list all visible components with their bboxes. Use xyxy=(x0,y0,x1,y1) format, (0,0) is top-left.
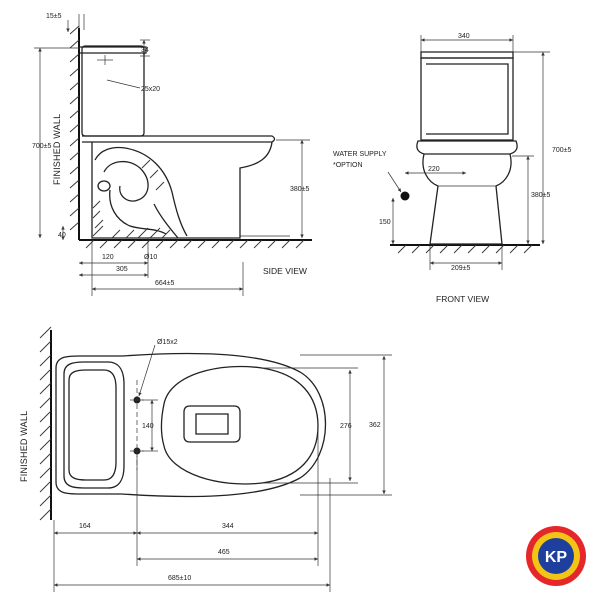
top-view-wall xyxy=(39,326,52,521)
side-view-wall-label: FINISHED WALL xyxy=(52,114,62,185)
front-view-toilet xyxy=(416,51,518,245)
top-view: Ø15x2 140 276 362 164 344 465 xyxy=(19,326,392,592)
side-dim-floor-offset: 40 xyxy=(58,232,66,239)
mounting-bolt xyxy=(130,447,144,455)
side-dim-depth: 664±5 xyxy=(155,280,175,287)
front-dim-supply-height: 150 xyxy=(379,219,391,226)
front-view-water-supply: WATER SUPPLY *OPTION xyxy=(333,151,410,201)
top-dim-inner-width: 276 xyxy=(340,423,352,430)
side-view-title: SIDE VIEW xyxy=(263,266,307,276)
front-view-title: FRONT VIEW xyxy=(436,294,489,304)
top-dim-bolt-spacing: 140 xyxy=(142,423,154,430)
side-view-floor xyxy=(79,239,312,249)
water-supply-line-2: *OPTION xyxy=(333,162,363,169)
side-dim-outlet-b: 305 xyxy=(116,266,128,273)
side-view: 15±5 34 25x20 700±5 380±5 40 120 305 Ø10 xyxy=(32,13,312,296)
water-supply-line-1: WATER SUPPLY xyxy=(333,151,387,158)
front-view-dimensions: 340 220 700±5 380±5 150 209±5 xyxy=(379,33,572,272)
top-dim-bolts-to-front: 465 xyxy=(218,549,230,556)
side-view-wall xyxy=(69,25,80,240)
top-view-dimensions: Ø15x2 140 276 362 164 344 465 xyxy=(53,339,392,592)
front-dim-tank-width: 340 xyxy=(458,33,470,40)
side-dim-seat-height: 380±5 xyxy=(290,186,310,193)
top-dim-wall-to-bolts: 164 xyxy=(79,523,91,530)
logo-text: KP xyxy=(545,549,568,566)
brand-logo: KP xyxy=(526,526,586,586)
top-dim-overall-length: 685±10 xyxy=(168,575,191,582)
side-dim-total-height: 700±5 xyxy=(32,143,52,150)
top-dim-bowl-length: 344 xyxy=(222,523,234,530)
side-dim-outlet-dia: Ø10 xyxy=(144,254,157,261)
front-dim-seat-height: 380±5 xyxy=(531,192,551,199)
side-dim-top-offset: 15±5 xyxy=(46,13,62,20)
side-dim-lid-gap: 34 xyxy=(141,47,149,54)
side-dim-outlet-a: 120 xyxy=(102,254,114,261)
top-dim-outer-width: 362 xyxy=(369,422,381,429)
side-dim-inlet: 25x20 xyxy=(141,86,160,93)
side-view-dimensions: 15±5 34 25x20 700±5 380±5 40 120 305 Ø10 xyxy=(32,13,310,296)
side-view-toilet xyxy=(80,45,290,239)
front-dim-base-width: 209±5 xyxy=(451,265,471,272)
top-dim-bolts: Ø15x2 xyxy=(157,339,178,346)
front-view-floor xyxy=(390,244,540,254)
front-view: WATER SUPPLY *OPTION 340 220 700±5 380±5… xyxy=(333,33,572,304)
top-view-wall-label: FINISHED WALL xyxy=(19,411,29,482)
front-dim-total-height: 700±5 xyxy=(552,147,572,154)
top-view-toilet xyxy=(55,352,327,498)
front-dim-supply-offset: 220 xyxy=(428,166,440,173)
